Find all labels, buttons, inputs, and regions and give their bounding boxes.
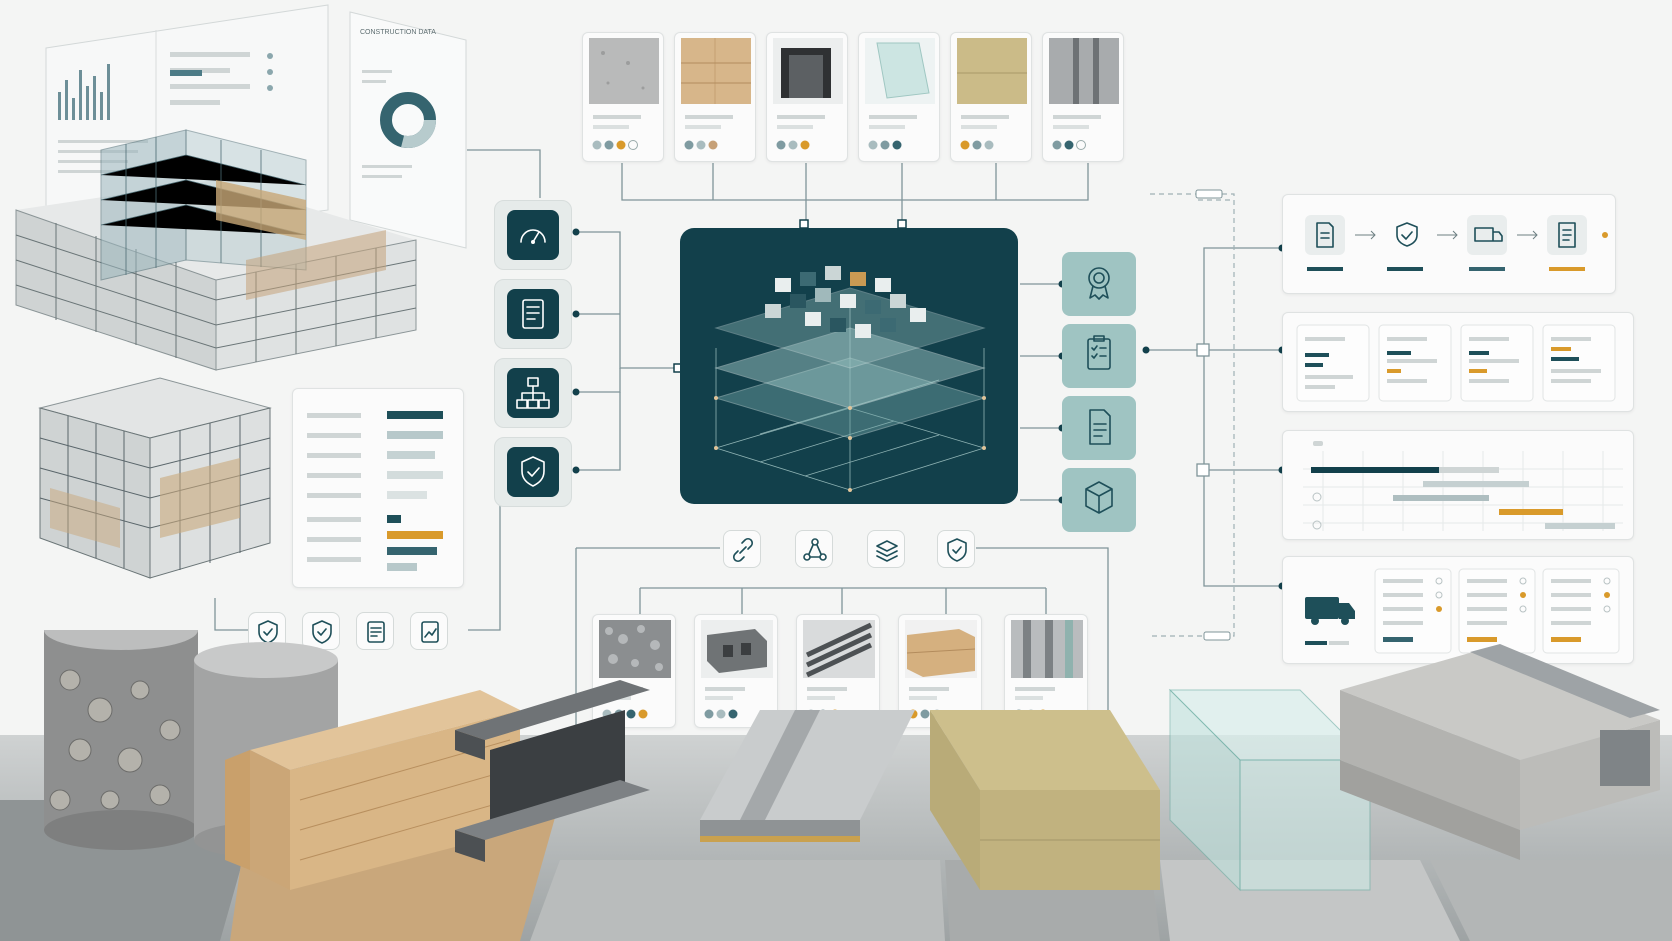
material-card-timber-block[interactable]	[898, 614, 982, 728]
material-card-concrete-block[interactable]	[694, 614, 778, 728]
layers-icon	[876, 540, 898, 562]
connector-network[interactable]	[795, 530, 833, 568]
building-model-small	[38, 377, 272, 579]
material-card-rebar[interactable]	[796, 614, 880, 728]
logistics-panel	[1282, 556, 1634, 664]
network-icon	[803, 538, 827, 561]
mineral-wool-slab	[930, 710, 1160, 890]
link-icon	[732, 537, 754, 563]
hierarchy-icon	[516, 377, 550, 409]
central-data-hub[interactable]	[680, 228, 1018, 504]
building-model-large	[15, 129, 417, 371]
output-documentation[interactable]	[1062, 396, 1136, 460]
gauge-icon	[520, 229, 546, 244]
input-specifications[interactable]	[494, 279, 572, 349]
award-icon	[1088, 267, 1110, 300]
connector-layers[interactable]	[867, 530, 905, 568]
material-card-timber[interactable]	[674, 32, 756, 162]
stone-slab-profile	[1340, 644, 1660, 860]
schedule-panel	[1282, 430, 1634, 540]
glass-block	[1168, 688, 1372, 892]
delivery-truck-icon	[1474, 227, 1503, 242]
document-icon	[1316, 222, 1334, 248]
clipboard-icon	[1087, 335, 1111, 370]
material-card-metal-panel[interactable]	[1042, 32, 1124, 162]
output-certification[interactable]	[1062, 252, 1136, 316]
concrete-cylinder-large	[44, 630, 198, 850]
process-step-list[interactable]	[356, 612, 394, 650]
chart-document-icon	[421, 621, 439, 643]
layered-data-model	[714, 266, 986, 492]
process-step-verify[interactable]	[302, 612, 340, 650]
material-card-aluminium[interactable]	[1004, 614, 1088, 728]
property-panel	[292, 388, 464, 588]
steel-i-beam	[455, 680, 650, 862]
material-card-glass[interactable]	[858, 32, 940, 162]
shield-check-icon	[312, 620, 332, 644]
package-icon	[1085, 481, 1113, 514]
input-performance[interactable]	[494, 200, 572, 270]
output-packaging[interactable]	[1062, 468, 1136, 532]
output-inspection[interactable]	[1062, 324, 1136, 388]
delivery-truck-icon	[1305, 597, 1355, 625]
document-icon	[1089, 409, 1111, 445]
process-step-report[interactable]	[410, 612, 448, 650]
aluminium-channel	[700, 710, 915, 842]
connector-security[interactable]	[937, 530, 975, 568]
dashboard-heading: CONSTRUCTION DATA	[360, 29, 436, 36]
checklist-icon	[1558, 222, 1576, 248]
material-samples	[44, 630, 1660, 892]
metrics-panel	[1282, 312, 1634, 412]
shield-check-icon	[1396, 222, 1418, 247]
checklist-icon	[367, 621, 385, 643]
workflow-panel	[1282, 194, 1616, 294]
input-compliance[interactable]	[494, 437, 572, 507]
connector-link[interactable]	[723, 530, 761, 568]
material-card-insulation[interactable]	[950, 32, 1032, 162]
input-structure[interactable]	[494, 358, 572, 428]
checklist-icon	[522, 299, 544, 329]
shield-icon	[947, 538, 967, 562]
material-card-concrete[interactable]	[582, 32, 664, 162]
shield-check-icon	[521, 456, 545, 487]
material-card-steel[interactable]	[766, 32, 848, 162]
